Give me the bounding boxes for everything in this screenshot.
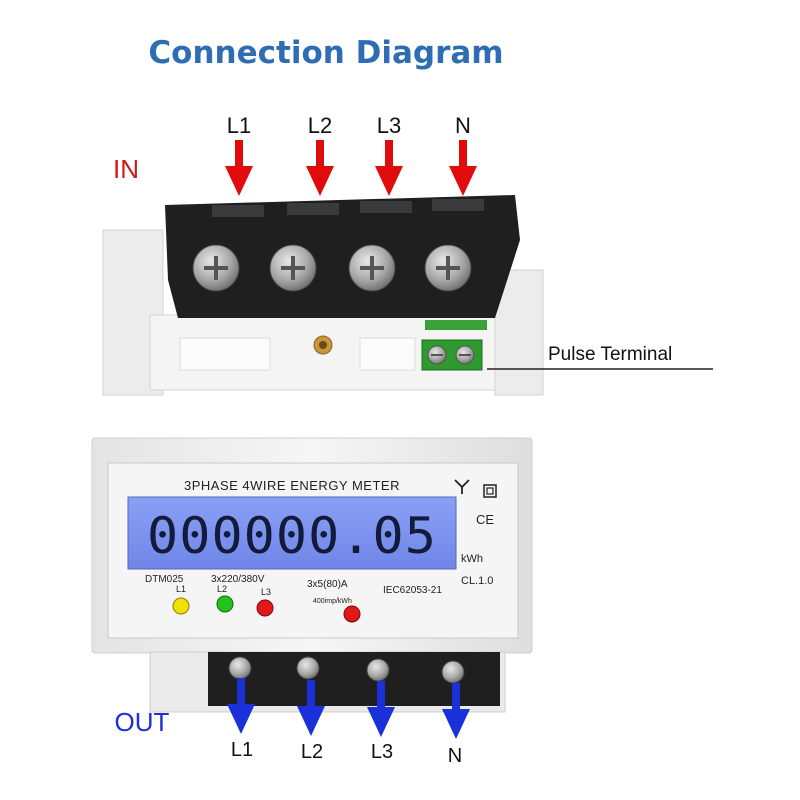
out-arrow-l2-icon <box>297 680 325 736</box>
in-terminal-label-n: N <box>455 113 471 138</box>
star-connection-icon <box>454 479 470 494</box>
led-l3-icon <box>256 599 274 617</box>
out-label: OUT <box>115 707 170 737</box>
in-arrow-l3-icon <box>375 140 403 196</box>
out-terminal-label-l1: L1 <box>231 739 253 761</box>
meter-heading: 3PHASE 4WIRE ENERGY METER <box>184 478 400 493</box>
diagram-title: Connection Diagram <box>148 35 503 71</box>
terminal-block <box>165 195 520 318</box>
led-l1-icon <box>172 597 190 615</box>
in-arrow-l2-icon <box>306 140 334 196</box>
pulse-terminal-block <box>421 320 487 371</box>
pulse-terminal-label: Pulse Terminal <box>548 344 672 365</box>
in-terminal-label-l1: L1 <box>227 113 251 138</box>
led-l2-icon <box>216 595 234 613</box>
in-arrow-n-icon <box>449 140 477 196</box>
terminal-screw-n-icon <box>424 244 472 292</box>
output-terminal-assembly <box>149 651 506 713</box>
out-screw-l3-icon <box>366 658 390 682</box>
in-label: IN <box>113 154 139 184</box>
terminal-screw-l3-icon <box>348 244 396 292</box>
led-label-l3: L3 <box>261 587 271 597</box>
led-label-l1: L1 <box>176 584 186 594</box>
led-label-l2: L2 <box>217 584 227 594</box>
out-arrow-n-icon <box>442 683 470 739</box>
led-pulse-icon <box>343 605 361 623</box>
standard-label: IEC62053-21 <box>383 585 442 596</box>
voltage-rating: 3x220/380V <box>211 574 265 585</box>
pulse-rate: 400imp/kWh <box>313 598 352 605</box>
current-rating: 3x5(80)A <box>307 579 348 590</box>
in-arrows <box>225 140 477 196</box>
terminal-screw-l2-icon <box>269 244 317 292</box>
out-terminal-label-l3: L3 <box>371 741 393 763</box>
out-terminal-label-n: N <box>448 745 462 767</box>
model-number: DTM025 <box>145 574 184 585</box>
input-terminal-assembly <box>102 195 544 396</box>
lcd-display <box>127 496 457 570</box>
unit-label: kWh <box>461 553 483 565</box>
housing-window-right <box>359 337 416 371</box>
double-insulation-icon <box>483 484 497 498</box>
lcd-reading: 000000.05 <box>147 507 437 565</box>
out-arrows <box>227 678 470 739</box>
out-screw-l2-icon <box>296 656 320 680</box>
accuracy-class: CL.1.0 <box>461 575 493 587</box>
out-screw-n-icon <box>441 660 465 684</box>
terminal-screw-l1-icon <box>192 244 240 292</box>
out-screw-l1-icon <box>228 656 252 680</box>
in-arrow-l1-icon <box>225 140 253 196</box>
ce-mark: CE <box>476 512 494 527</box>
out-terminal-label-l2: L2 <box>301 741 323 763</box>
energy-meter: 3PHASE 4WIRE ENERGY METER 000000.05 CE k… <box>91 437 533 654</box>
out-arrow-l3-icon <box>367 681 395 737</box>
in-terminal-label-l2: L2 <box>308 113 332 138</box>
housing-window-left <box>179 337 271 371</box>
in-terminal-label-l3: L3 <box>377 113 401 138</box>
out-arrow-l1-icon <box>227 678 255 734</box>
